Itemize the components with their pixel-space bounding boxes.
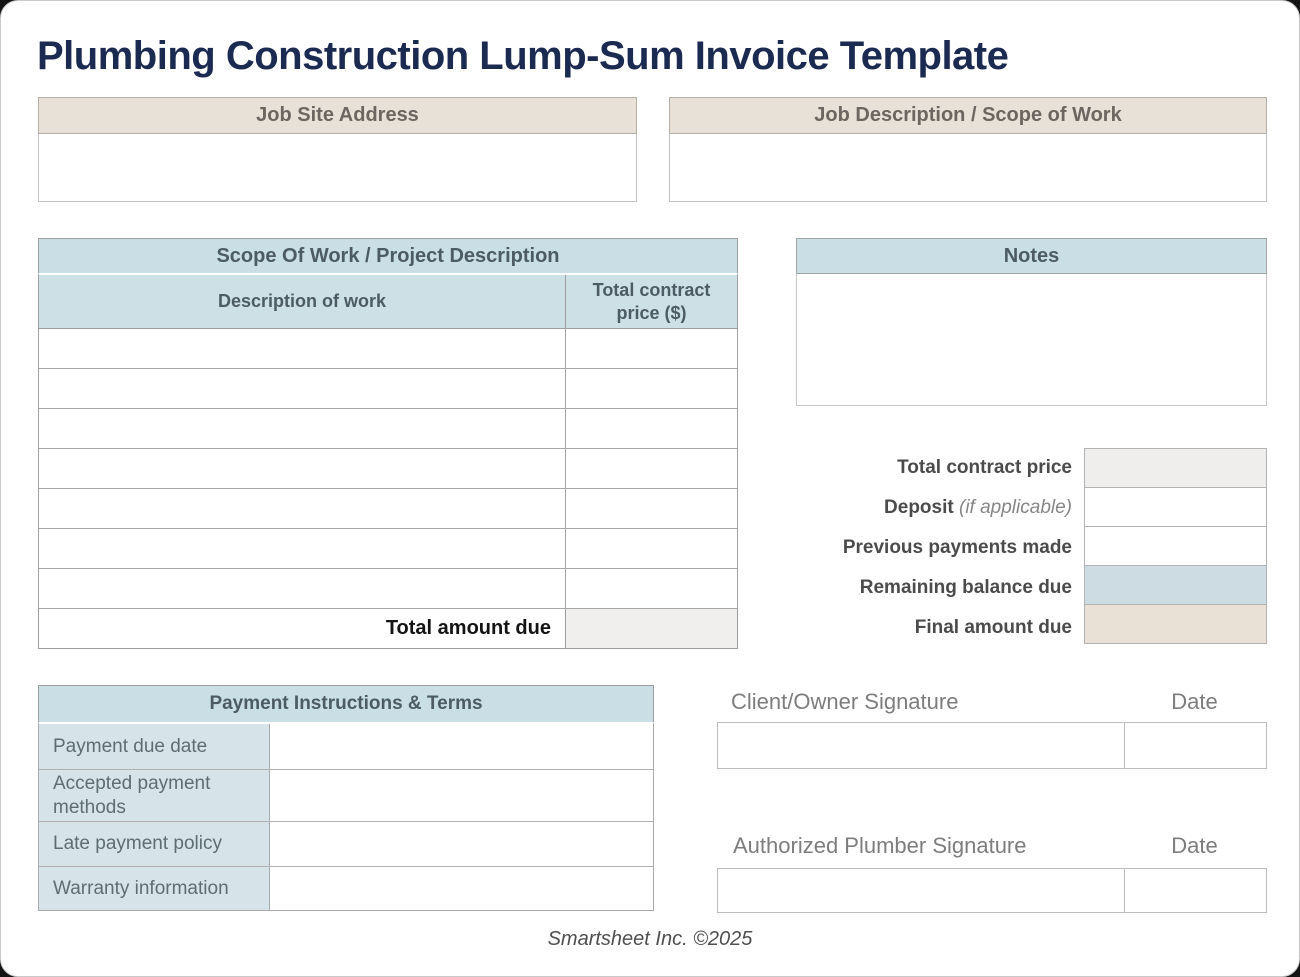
table-row (38, 449, 738, 489)
notes-section: Notes (796, 238, 1267, 406)
table-row (38, 329, 738, 369)
description-cell[interactable] (39, 329, 566, 368)
warranty-information-field[interactable] (270, 867, 653, 910)
job-site-address-section: Job Site Address (38, 97, 637, 202)
payment-due-date-label: Payment due date (39, 724, 270, 769)
accepted-payment-methods-field[interactable] (270, 770, 653, 821)
authorized-plumber-signature-field[interactable] (718, 869, 1124, 912)
total-amount-due-row: Total amount due (38, 609, 738, 649)
previous-payments-field[interactable] (1084, 526, 1267, 566)
table-row (38, 529, 738, 569)
summary-value-boxes (1084, 448, 1267, 644)
notes-header: Notes (796, 238, 1267, 274)
total-amount-due-field[interactable] (566, 609, 737, 648)
final-amount-due-field[interactable] (1084, 604, 1267, 644)
signature-date-divider (1124, 869, 1125, 912)
description-cell[interactable] (39, 449, 566, 488)
payment-instructions-header: Payment Instructions & Terms (38, 685, 654, 723)
deposit-field[interactable] (1084, 487, 1267, 527)
notes-field[interactable] (796, 274, 1267, 406)
description-cell[interactable] (39, 529, 566, 568)
client-owner-signature-label: Client/Owner Signature (731, 689, 959, 714)
price-cell[interactable] (566, 369, 737, 408)
client-date-field[interactable] (1125, 723, 1266, 768)
table-row: Late payment policy (39, 821, 653, 866)
plumber-date-field[interactable] (1125, 869, 1266, 912)
authorized-plumber-signature-label: Authorized Plumber Signature (733, 833, 1027, 858)
deposit-label-note: (if applicable) (959, 497, 1072, 518)
footer-copyright: Smartsheet Inc. ©2025 (547, 928, 753, 950)
previous-payments-label: Previous payments made (842, 537, 1072, 558)
remaining-balance-field[interactable] (1084, 565, 1267, 605)
warranty-information-label: Warranty information (39, 867, 270, 910)
late-payment-policy-field[interactable] (270, 822, 653, 866)
deposit-label: Deposit (if applicable) (621, 488, 1072, 528)
table-row (38, 569, 738, 609)
column-header-description: Description of work (39, 275, 566, 328)
table-row (38, 369, 738, 409)
payment-instructions-section: Payment Instructions & Terms Payment due… (38, 685, 654, 911)
table-row: Payment due date (39, 724, 653, 769)
final-amount-due-label: Final amount due (914, 617, 1072, 638)
job-description-field[interactable] (669, 134, 1267, 202)
scope-table-column-headers: Description of work Total contract price… (38, 273, 738, 329)
payment-instructions-rows: Payment due date Accepted payment method… (38, 722, 654, 911)
total-contract-price-label: Total contract price (897, 457, 1072, 478)
accepted-payment-methods-label: Accepted payment methods (39, 770, 270, 821)
table-row (38, 409, 738, 449)
table-row (38, 489, 738, 529)
job-description-section: Job Description / Scope of Work (669, 97, 1267, 202)
total-contract-price-field[interactable] (1084, 448, 1267, 488)
description-cell[interactable] (39, 489, 566, 528)
price-cell[interactable] (566, 329, 737, 368)
description-cell[interactable] (39, 569, 566, 608)
job-site-address-field[interactable] (38, 134, 637, 202)
signature-date-divider (1124, 723, 1125, 768)
payment-due-date-field[interactable] (270, 724, 653, 769)
table-row: Warranty information (39, 866, 653, 910)
scope-of-work-table: Scope Of Work / Project Description Desc… (38, 238, 738, 649)
remaining-balance-label: Remaining balance due (859, 577, 1072, 598)
total-amount-due-label: Total amount due (39, 609, 566, 648)
page-title: Plumbing Construction Lump-Sum Invoice T… (37, 34, 1009, 78)
table-row: Accepted payment methods (39, 769, 653, 821)
description-cell[interactable] (39, 369, 566, 408)
job-site-address-header: Job Site Address (38, 97, 637, 134)
column-header-price: Total contract price ($) (592, 280, 711, 323)
scope-table-title: Scope Of Work / Project Description (38, 238, 738, 274)
client-date-label: Date (1171, 689, 1218, 714)
description-cell[interactable] (39, 409, 566, 448)
late-payment-policy-label: Late payment policy (39, 822, 270, 866)
authorized-plumber-signature-box (717, 868, 1267, 913)
job-description-header: Job Description / Scope of Work (669, 97, 1267, 134)
client-owner-signature-field[interactable] (718, 723, 1124, 768)
client-owner-signature-box (717, 722, 1267, 769)
price-cell[interactable] (566, 409, 737, 448)
plumber-date-label: Date (1171, 833, 1218, 858)
deposit-label-text: Deposit (884, 497, 954, 518)
